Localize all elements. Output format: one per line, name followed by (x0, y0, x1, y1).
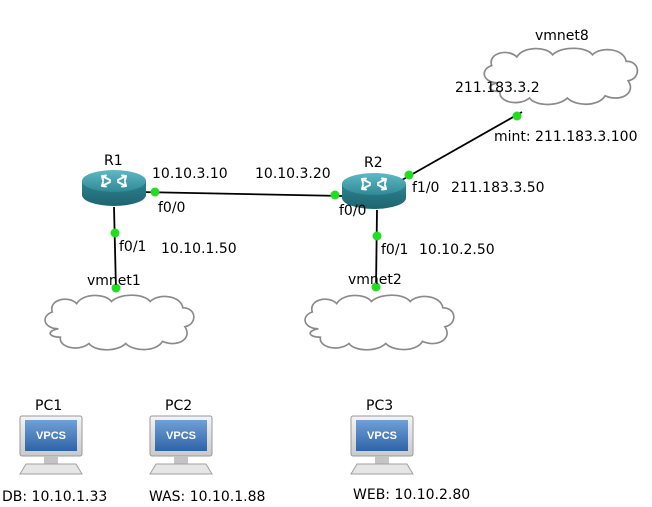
pc3-icon[interactable]: VPCS (350, 415, 414, 475)
pc1-caption: DB: 10.10.1.33 (2, 489, 107, 505)
cloud-icon[interactable] (304, 294, 455, 351)
r2-f00-label: f0/0 (339, 203, 366, 219)
port-status-dot (330, 190, 340, 200)
r2-f00-address: 10.10.3.20 (255, 166, 331, 182)
port-status-dot (404, 170, 414, 180)
r1-f00-address: 10.10.3.10 (152, 166, 228, 182)
vmnet8-gateway-address: 211.183.3.2 (455, 80, 540, 96)
r2-f10-label: f1/0 (412, 180, 439, 196)
pc1-label: PC1 (35, 398, 62, 414)
vpcs-badge: VPCS (166, 430, 196, 442)
port-status-dot (371, 282, 381, 292)
r2-f01-label: f0/1 (381, 242, 408, 258)
link-r2-vmnet2[interactable] (375, 209, 378, 289)
vpcs-badge: VPCS (36, 430, 66, 442)
mint-address: mint: 211.183.3.100 (494, 129, 637, 145)
port-status-dot (111, 283, 121, 293)
r1-f01-address: 10.10.1.50 (161, 241, 237, 257)
port-status-dot (110, 228, 120, 238)
router-icon[interactable] (81, 169, 147, 207)
r1-f00-label: f0/0 (158, 200, 185, 216)
cloud-icon[interactable] (44, 294, 195, 351)
port-status-dot (150, 187, 160, 197)
link-r1-vmnet1[interactable] (113, 206, 117, 291)
pc2-label: PC2 (165, 398, 192, 414)
r2-f01-address: 10.10.2.50 (419, 242, 495, 258)
link-r2-vmnet8[interactable] (401, 111, 523, 181)
r2-label: R2 (364, 155, 383, 171)
pc2-icon[interactable]: VPCS (149, 415, 213, 475)
r2-f10-address: 211.183.3.50 (451, 180, 545, 196)
pc1-icon[interactable]: VPCS (19, 415, 83, 475)
port-status-dot (372, 231, 382, 241)
port-status-dot (512, 111, 522, 121)
vmnet8-label: vmnet8 (535, 28, 589, 44)
pc3-label: PC3 (366, 398, 393, 414)
link-r1-r2[interactable] (139, 191, 345, 197)
pc3-caption: WEB: 10.10.2.80 (353, 487, 470, 503)
cloud-icon[interactable] (483, 47, 639, 106)
vmnet1-label: vmnet1 (87, 273, 141, 289)
pc2-caption: WAS: 10.10.1.88 (149, 489, 265, 505)
vmnet2-label: vmnet2 (348, 272, 402, 288)
vpcs-badge: VPCS (367, 430, 397, 442)
r1-label: R1 (104, 153, 123, 169)
r1-f01-label: f0/1 (119, 239, 146, 255)
